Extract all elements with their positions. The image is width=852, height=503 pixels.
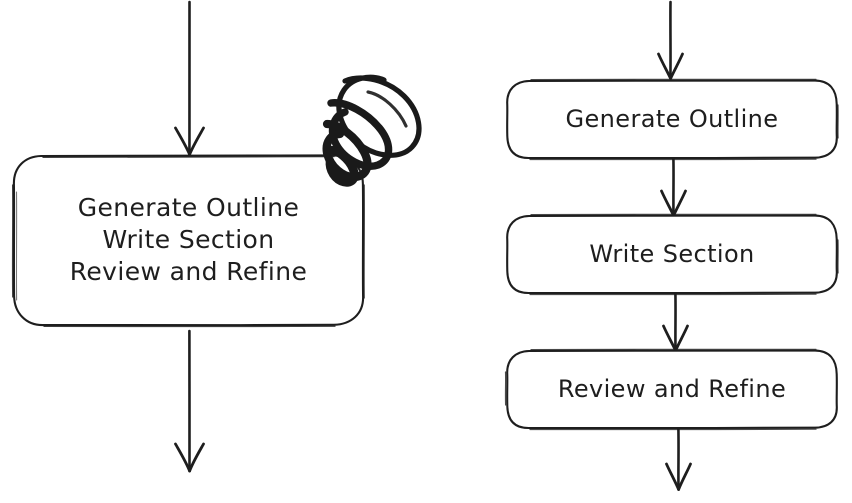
- right-outgoing-arrow[interactable]: [665, 427, 692, 491]
- right-arrow-node2-node3[interactable]: [662, 292, 689, 352]
- scribble-annotation: [322, 74, 422, 187]
- right-incoming-arrow[interactable]: [657, 0, 684, 80]
- left-outgoing-arrow[interactable]: [174, 329, 205, 473]
- right-arrow-node1-node2[interactable]: [660, 157, 687, 217]
- merged-process-node-shape[interactable]: [11, 154, 365, 328]
- left-incoming-arrow[interactable]: [174, 0, 205, 156]
- process-node-generate-outline-shape[interactable]: [506, 78, 839, 161]
- process-node-review-and-refine-shape[interactable]: [504, 348, 838, 431]
- right-panel: [504, 0, 839, 491]
- left-panel: [11, 0, 422, 473]
- process-node-write-section-shape[interactable]: [506, 213, 839, 296]
